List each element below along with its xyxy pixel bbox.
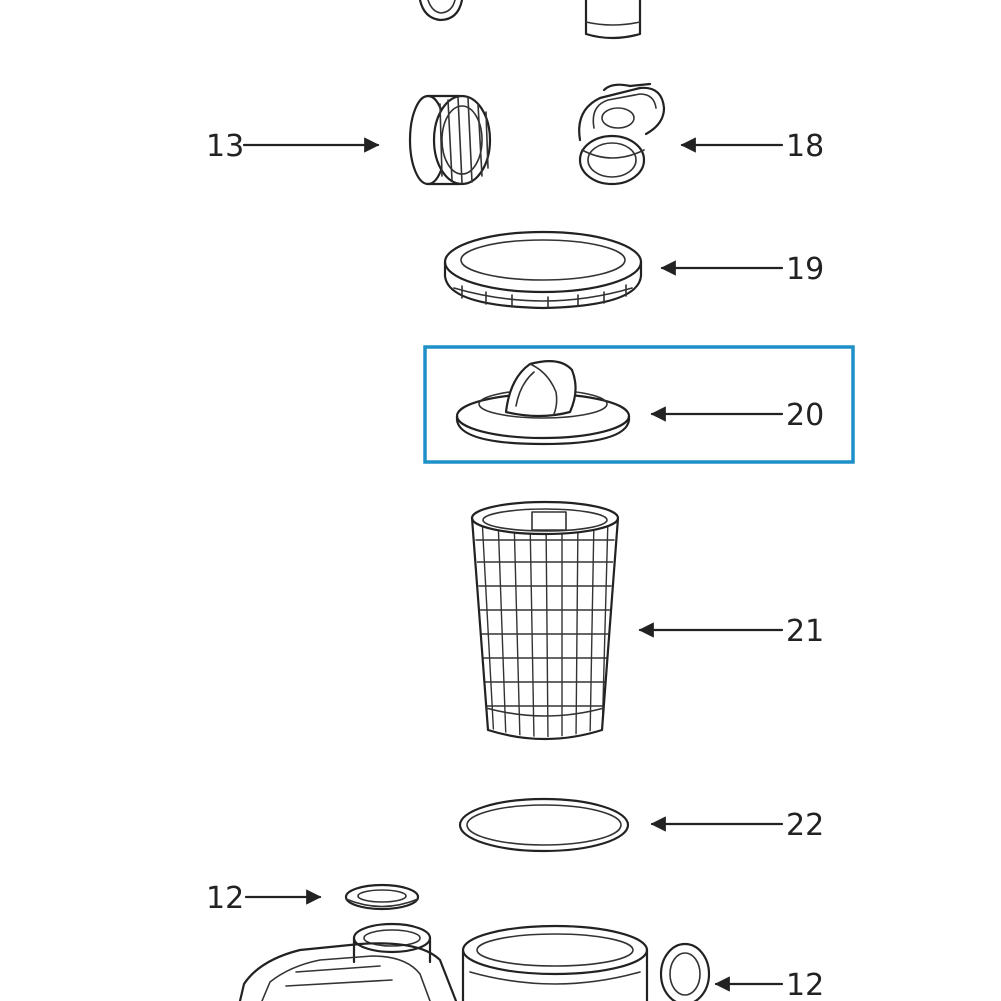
callout-12-right: 12 (786, 968, 824, 1001)
pump-housing-partial-icon (238, 922, 649, 1001)
top-fitting-partial-icon (584, 0, 642, 40)
union-nut-icon (578, 82, 666, 186)
callout-12-left: 12 (206, 881, 244, 916)
callout-13: 13 (206, 129, 244, 164)
callout-21: 21 (786, 614, 824, 649)
highlight-box (423, 345, 855, 464)
gasket-icon (344, 883, 420, 911)
lock-ring-icon (443, 230, 643, 310)
gasket-side-icon (659, 942, 711, 1001)
callout-22: 22 (786, 808, 824, 843)
strainer-lid-icon (455, 359, 631, 446)
callout-19: 19 (786, 252, 824, 287)
strainer-basket-icon (470, 500, 620, 741)
o-ring-icon (458, 797, 630, 853)
top-ring-partial-icon (418, 0, 464, 22)
callout-20: 20 (786, 398, 824, 433)
callout-18: 18 (786, 129, 824, 164)
threaded-cap-icon (408, 94, 492, 186)
